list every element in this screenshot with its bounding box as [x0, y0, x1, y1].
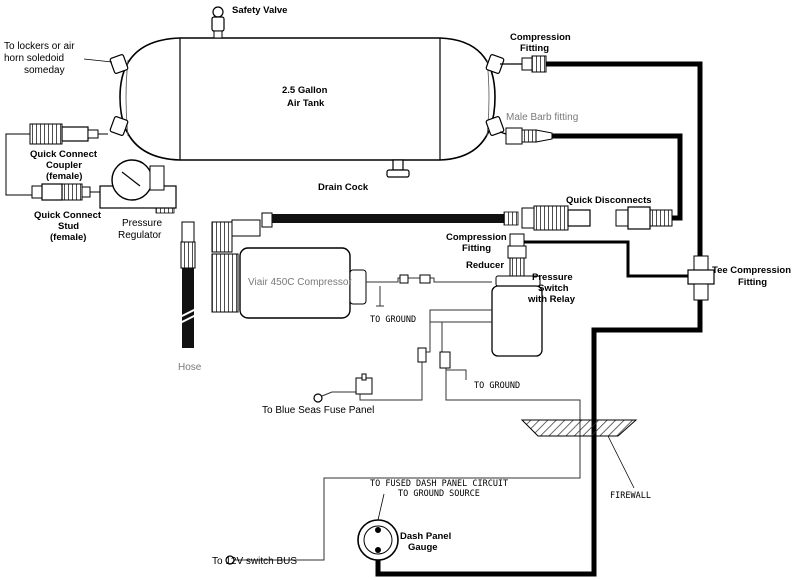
label-qc-coupler-1: Quick Connect [30, 149, 98, 160]
label-tank-1: 2.5 Gallon [282, 85, 328, 96]
label-qc-stud-1: Quick Connect [34, 210, 102, 221]
main-air-hose [272, 211, 519, 226]
label-tank-2: Air Tank [287, 98, 325, 109]
label-dash-gauge-2: Gauge [408, 542, 438, 553]
switch-air-line [524, 240, 688, 278]
drain-cock-icon [386, 159, 410, 178]
label-drain-cock: Drain Cock [318, 182, 369, 193]
male-barb-fitting-icon [505, 127, 553, 145]
inline-fuses [355, 347, 451, 395]
label-male-barb: Male Barb fitting [506, 112, 578, 123]
label-lockers-1: To lockers or air [4, 41, 75, 52]
reducer-icon [507, 233, 527, 277]
label-qc-stud-2: Stud [58, 221, 79, 232]
label-quick-disconnects: Quick Disconnects [566, 195, 652, 206]
quick-connect-coupler-icon [29, 123, 99, 145]
label-lockers-3: someday [24, 65, 65, 76]
label-blue-seas: To Blue Seas Fuse Panel [262, 405, 374, 416]
compression-fitting-top-icon [521, 55, 547, 73]
label-compression-fitting-top: Compression [510, 32, 571, 43]
label-to-ground-2: TO GROUND [474, 381, 520, 391]
label-qc-coupler-3: (female) [46, 171, 82, 182]
hose-icon [177, 221, 199, 348]
label-switch-bus: To 12V switch BUS [212, 556, 297, 567]
firewall-icon [520, 419, 638, 489]
label-compression-fitting-mid-1: Compression [446, 232, 507, 243]
label-compression-fitting-mid-2: Fitting [462, 243, 491, 254]
quick-disconnects-icon [521, 205, 673, 231]
label-compression-fitting-top-2: Fitting [520, 43, 549, 54]
label-pressure-switch-1: Pressure [532, 272, 573, 283]
label-firewall: FIREWALL [610, 491, 651, 501]
label-reducer: Reducer [466, 260, 504, 271]
label-lockers-2: horn soledoid [4, 53, 64, 64]
label-qc-coupler-2: Coupler [46, 160, 82, 171]
tee-compression-fitting-icon [687, 255, 715, 301]
safety-valve-icon [211, 6, 225, 39]
ring-terminals [225, 393, 323, 565]
label-pressure-reg-2: Regulator [118, 230, 162, 241]
label-tee-1: Tee Compression [712, 265, 791, 276]
pressure-switch-icon [491, 275, 543, 357]
label-pressure-switch-2: Switch [538, 283, 569, 294]
pressure-regulator-icon [99, 159, 177, 214]
label-fused-dash: TO FUSED DASH PANEL CIRCUIT [370, 479, 508, 489]
label-compressor: Viair 450C Compressor [248, 277, 352, 288]
air-tank [109, 37, 505, 161]
compressor-icon [211, 212, 367, 319]
label-qc-stud-3: (female) [50, 232, 86, 243]
label-safety-valve: Safety Valve [232, 5, 287, 16]
label-tee-2: Fitting [738, 277, 767, 288]
label-pressure-reg-1: Pressure [122, 218, 162, 229]
quick-connect-stud-icon [31, 183, 91, 201]
labels: Safety Valve Compression Fitting To lock… [4, 5, 791, 567]
label-dash-gauge-1: Dash Panel [400, 531, 451, 542]
label-hose: Hose [178, 362, 202, 373]
label-to-ground-1: TO GROUND [370, 315, 416, 325]
heavy-air-lines [375, 61, 703, 577]
label-ground-source: TO GROUND SOURCE [398, 489, 480, 499]
electrical-wires [234, 274, 581, 561]
label-pressure-switch-3: with Relay [527, 294, 576, 305]
dash-gauge-icon [357, 493, 399, 561]
